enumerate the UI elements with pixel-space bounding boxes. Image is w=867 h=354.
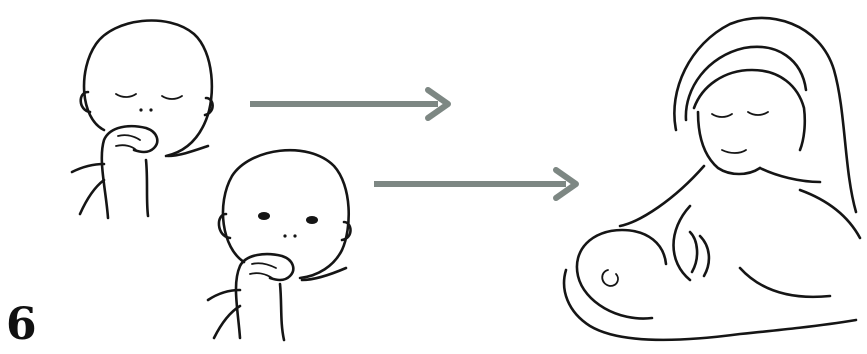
- mother-eye: [712, 114, 732, 117]
- sleepy-baby-left-eye: [116, 94, 136, 97]
- sleepy-baby-nostril: [139, 108, 142, 111]
- mother-hand: [690, 232, 709, 276]
- sleepy-baby-nostril: [149, 108, 152, 111]
- sleepy-baby-fist-fingers: [116, 135, 140, 150]
- sleepy-baby-wrist: [146, 160, 148, 216]
- arrow-bottom: [374, 170, 576, 198]
- mother-shoulder: [800, 190, 860, 238]
- sleepy-baby-head: [84, 21, 212, 156]
- awake-baby-right-eye: [306, 216, 318, 224]
- awake-baby-left-eye: [258, 212, 270, 220]
- mother-face: [698, 112, 760, 174]
- awake-baby-fist-fingers: [250, 263, 276, 278]
- arrow-top: [250, 90, 448, 118]
- feeding-baby-head: [577, 230, 666, 319]
- mother-breastfeeding-illustration: [564, 18, 860, 340]
- feeding-baby-ear: [602, 270, 618, 286]
- mother-hair: [694, 70, 805, 150]
- sleepy-baby-body: [80, 180, 104, 214]
- sleepy-baby-shoulder: [72, 146, 208, 172]
- awake-baby-fist: [236, 254, 293, 338]
- awake-baby-right-ear: [342, 222, 351, 240]
- mother-mouth: [722, 150, 746, 153]
- mother-eye: [748, 112, 768, 115]
- mother-lap: [740, 268, 830, 297]
- awake-baby-nostril: [283, 234, 286, 237]
- step-number-label: 6: [6, 300, 37, 350]
- awake-baby-wrist: [280, 284, 284, 340]
- mother-neck: [760, 168, 820, 182]
- sleepy-baby-fist: [102, 126, 157, 218]
- sleepy-baby-illustration: [72, 21, 213, 218]
- awake-baby-nostril: [293, 234, 296, 237]
- awake-baby-shoulder: [208, 268, 346, 300]
- awake-baby-illustration: [208, 150, 351, 340]
- mother-arm: [620, 166, 704, 226]
- sleepy-baby-right-eye: [162, 96, 182, 99]
- feeding-baby-body: [564, 270, 856, 340]
- mother-breast: [674, 206, 691, 280]
